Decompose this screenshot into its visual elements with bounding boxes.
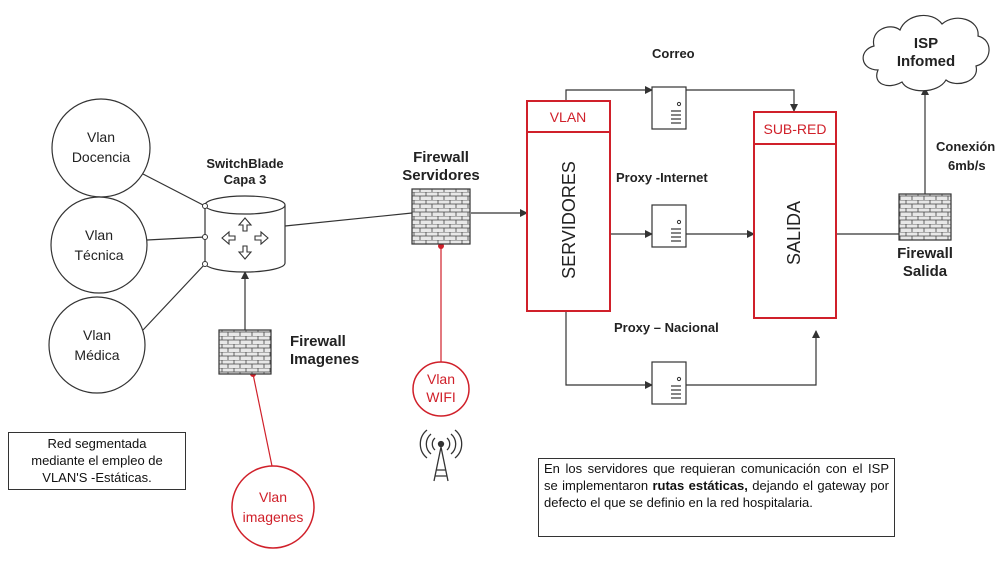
vlan-wifi-line2: WIFI — [426, 389, 456, 405]
servidores-box: VLAN SERVIDORES — [526, 100, 611, 312]
note-servidores-bold: rutas estáticas, — [652, 478, 748, 493]
link-correo-salida — [686, 89, 798, 112]
link-switch-fwservidores — [284, 212, 413, 227]
salida-header: SUB-RED — [763, 121, 826, 137]
vlan-imagenes-line2: imagenes — [243, 509, 304, 525]
salida-title: SALIDA — [784, 201, 804, 265]
fw-salida-line1: Firewall — [897, 245, 953, 262]
vlan-wifi-line1: Vlan — [427, 371, 455, 387]
firewall-salida: Firewall Salida — [897, 193, 953, 280]
note-segmentada-line1: Red segmentada — [47, 436, 147, 451]
fw-imagenes-line2: Imagenes — [290, 351, 359, 368]
red-links — [252, 246, 442, 467]
note-rutas-estaticas: En los servidores que requieran comunica… — [538, 458, 895, 537]
brick-wall-icon — [218, 329, 272, 375]
note-red-segmentada: Red segmentada mediante el empleo de VLA… — [8, 432, 186, 490]
vlan-medica-line1: Vlan — [83, 327, 111, 343]
isp-infomed: ISP Infomed — [862, 14, 990, 92]
vlan-tecnica: Vlan Técnica — [50, 196, 148, 294]
note-segmentada-line2: mediante el empleo de — [31, 453, 163, 468]
router-arrows-icon — [221, 217, 269, 260]
server-correo-label: Correo — [652, 46, 695, 61]
isp-line2: Infomed — [897, 53, 955, 70]
firewall-servidores: Firewall Servidores — [402, 149, 480, 245]
servidores-header: VLAN — [550, 109, 587, 125]
vlan-tecnica-line1: Vlan — [85, 227, 113, 243]
vlan-docencia: Vlan Docencia — [51, 98, 151, 198]
link-fwimagenes-vlanimagenes — [252, 373, 273, 467]
link-docencia-switch — [142, 173, 206, 207]
server-proxy-nacional-label: Proxy – Nacional — [614, 320, 719, 335]
vlan-imagenes: Vlan imagenes — [231, 465, 315, 549]
server-proxy-internet-label: Proxy -Internet — [616, 170, 708, 185]
switchblade: SwitchBlade Capa 3 — [202, 156, 286, 273]
server-proxy-internet: Proxy -Internet — [616, 170, 708, 248]
fw-imagenes-line1: Firewall — [290, 333, 346, 350]
server-correo: Correo — [651, 46, 695, 130]
connectors — [142, 86, 929, 389]
firewall-imagenes: Firewall Imagenes — [218, 329, 359, 375]
link-medica-switch — [142, 263, 206, 331]
server-icon — [651, 204, 687, 248]
switch-label-line1: SwitchBlade — [206, 156, 283, 171]
note-segmentada-line3: VLAN'S -Estáticas. — [42, 470, 152, 485]
isp-line1: ISP — [914, 35, 938, 52]
server-icon — [651, 86, 687, 130]
salida-box: SUB-RED SALIDA — [753, 111, 837, 319]
vlan-medica: Vlan Médica — [48, 296, 146, 394]
note-servidores-part1: En los servidores que requieran comunica… — [544, 461, 889, 493]
conexion-line1: Conexión — [936, 139, 995, 154]
switch-label-line2: Capa 3 — [224, 172, 267, 187]
vlan-imagenes-line1: Vlan — [259, 489, 287, 505]
servidores-title: SERVIDORES — [559, 161, 579, 279]
brick-wall-icon — [898, 193, 952, 241]
fw-salida-line2: Salida — [903, 263, 948, 280]
note-servidores-part2: dejando el gateway por defecto el que se… — [544, 478, 889, 510]
server-icon — [651, 361, 687, 405]
cloud-icon — [862, 14, 990, 92]
wifi-antenna-icon — [419, 429, 463, 482]
fw-servidores-line2: Servidores — [402, 167, 480, 184]
vlan-tecnica-line2: Técnica — [74, 247, 123, 263]
brick-wall-icon — [411, 188, 471, 245]
conexion-line2: 6mb/s — [948, 158, 986, 173]
link-servidores-proxynacional — [565, 311, 653, 389]
vlan-docencia-line1: Vlan — [87, 129, 115, 145]
vlan-medica-line2: Médica — [74, 347, 119, 363]
link-proxynacional-salida — [686, 330, 820, 386]
server-proxy-nacional: Proxy – Nacional — [614, 320, 719, 405]
vlan-wifi: Vlan WIFI — [412, 361, 470, 417]
link-tecnica-switch — [146, 236, 206, 241]
fw-servidores-line1: Firewall — [413, 149, 469, 166]
link-servidores-correo — [565, 86, 653, 101]
vlan-docencia-line2: Docencia — [72, 149, 131, 165]
